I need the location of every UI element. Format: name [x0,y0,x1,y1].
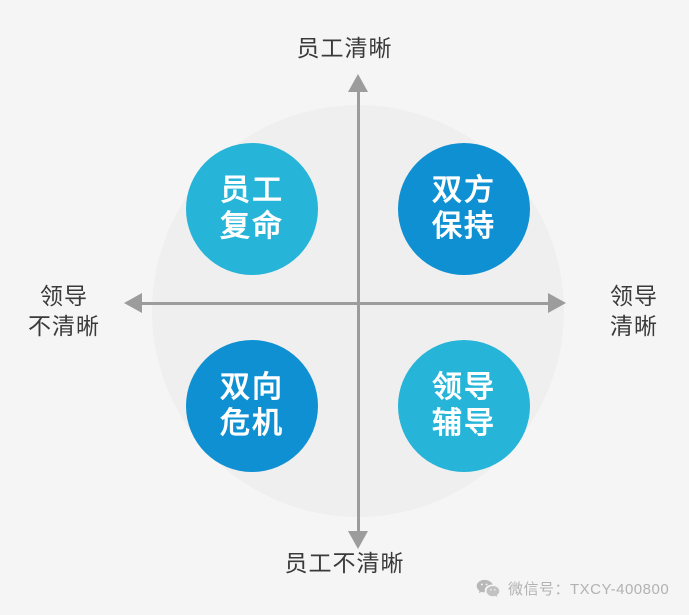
quadrant-bubble-top-right[interactable]: 双方 保持 [398,143,530,275]
axis-label-top: 员工清晰 [296,35,393,61]
quadrant-bubble-bottom-left[interactable]: 双向 危机 [186,340,318,472]
watermark-text: 微信号：TXCY-400800 [508,581,670,598]
quadrant-label-line1: 员工 [220,174,284,207]
wechat-icon [476,579,500,598]
axis-label-left: 领导 不清晰 [28,283,100,339]
quadrant-label-line2: 辅导 [432,407,496,440]
axis-arrow-up-icon [348,74,368,92]
quadrant-label-line1: 领导 [432,371,496,404]
quadrant-label-line1: 双向 [220,371,284,404]
axis-label-bottom: 员工不清晰 [284,550,405,576]
quadrant-label-line1: 双方 [432,174,496,207]
axis-arrow-left-icon [124,293,142,313]
axis-label-right: 领导 清晰 [610,283,658,339]
quadrant-label-line2: 危机 [220,407,284,440]
axis-arrow-down-icon [348,531,368,549]
quadrant-bubble-top-left[interactable]: 员工 复命 [186,143,318,275]
watermark: 微信号：TXCY-400800 [476,578,669,599]
vertical-axis-line [357,84,360,539]
quadrant-label-line2: 保持 [432,210,496,243]
quadrant-label-line2: 复命 [220,210,284,243]
horizontal-axis-line [133,302,557,305]
quadrant-bubble-bottom-right[interactable]: 领导 辅导 [398,340,530,472]
axis-arrow-right-icon [548,293,566,313]
